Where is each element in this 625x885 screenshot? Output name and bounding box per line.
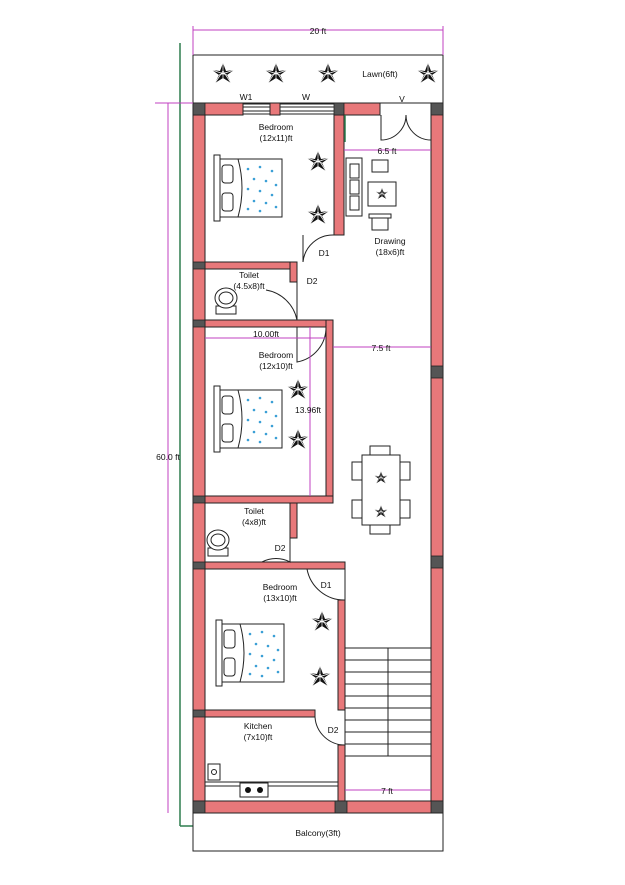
bottom-wall — [192, 800, 444, 814]
dining-table-icon — [351, 445, 411, 535]
kitchen-size: (7x10)ft — [244, 732, 273, 742]
total-length-label: 60.0 ft — [156, 452, 180, 462]
coffee-table-icon — [367, 181, 397, 207]
wall-toilet2-right — [289, 502, 298, 539]
toilet-icon — [214, 287, 238, 315]
bed-icon — [213, 154, 283, 222]
chair-icon — [371, 159, 389, 173]
chair-icon — [368, 213, 392, 231]
door-d1-top-label: D1 — [319, 248, 330, 258]
door-d2-kitchen — [314, 716, 346, 746]
ventilator-label: V — [399, 94, 405, 104]
plant-icon — [306, 203, 330, 225]
window-w-label: W — [302, 92, 310, 102]
balcony-label: Balcony(3ft) — [295, 828, 341, 838]
window-w1 — [242, 103, 271, 115]
dim-7-5-label: 7.5 ft — [372, 343, 392, 353]
wall-bed2-toilet2 — [204, 495, 334, 504]
bed-icon — [213, 385, 283, 453]
plant-icon — [286, 378, 310, 400]
right-wall — [430, 102, 444, 814]
bedroom1-size: (12x11)ft — [260, 133, 294, 143]
top-width-label: 20 ft — [310, 26, 327, 36]
door-d1-top — [302, 234, 335, 263]
door-d2-mid-label: D2 — [275, 543, 286, 553]
lawn-label: Lawn(6ft) — [362, 69, 398, 79]
window-w — [279, 103, 341, 115]
toilet1-name: Toilet — [239, 270, 259, 280]
bedroom3-size: (13x10)ft — [263, 593, 297, 603]
door-d2-bed2 — [296, 326, 327, 363]
drawing-size: (18x6)ft — [376, 247, 405, 257]
dim-10-label: 10.00ft — [253, 329, 280, 339]
kitchen-counter — [204, 781, 339, 787]
door-d2-toilet2 — [261, 538, 291, 563]
kitchen-name: Kitchen — [244, 721, 273, 731]
door-d1-bottom-label: D1 — [321, 580, 332, 590]
entrance-door — [380, 114, 432, 141]
staircase-icon — [344, 647, 432, 757]
window-w1-label: W1 — [240, 92, 253, 102]
wall-bed1-right — [333, 114, 345, 236]
wall-kitchen-right — [337, 744, 346, 802]
wall-toilet1-bed2 — [204, 319, 334, 328]
dim-7-label: 7 ft — [381, 786, 393, 796]
balcony-area — [192, 812, 444, 852]
wall-toilet1-right-top — [289, 261, 298, 283]
door-d1-bottom — [306, 568, 346, 601]
wall-bed1-toilet1 — [204, 261, 296, 270]
sofa-icon — [345, 157, 363, 217]
dim-6-5-label: 6.5 ft — [378, 146, 398, 156]
dim-13-96-label: 13.96ft — [295, 405, 322, 415]
plant-icon — [310, 610, 334, 632]
dimension-lines — [155, 26, 444, 827]
left-wall — [192, 102, 206, 814]
door-d2-kitchen-label: D2 — [328, 725, 339, 735]
plant-icon — [286, 428, 310, 450]
top-wall-right — [339, 102, 381, 116]
door-d2-top — [265, 282, 298, 321]
door-d2-top-label: D2 — [307, 276, 318, 286]
wall-bed2-right — [325, 319, 334, 497]
stove-icon — [239, 782, 269, 798]
top-wall-mid — [269, 102, 281, 116]
toilet2-name: Toilet — [244, 506, 264, 516]
sink-icon — [207, 763, 221, 781]
wall-bed3-kitchen — [204, 709, 316, 718]
bed-icon — [215, 619, 285, 687]
bedroom2-name: Bedroom — [259, 350, 294, 360]
wall-bed3-right — [337, 599, 346, 711]
toilet1-size: (4.5x8)ft — [233, 281, 265, 291]
toilet2-size: (4x8)ft — [242, 517, 267, 527]
lawn-area — [192, 54, 444, 104]
wall-toilet2-bed3 — [204, 561, 346, 570]
bedroom2-size: (12x10)ft — [259, 361, 293, 371]
plant-icon — [306, 150, 330, 172]
columns — [192, 102, 444, 814]
bedroom3-name: Bedroom — [263, 582, 298, 592]
toilet-icon — [206, 529, 230, 557]
plant-icon — [308, 665, 332, 687]
drawing-name: Drawing — [374, 236, 405, 246]
bedroom1-name: Bedroom — [259, 122, 294, 132]
